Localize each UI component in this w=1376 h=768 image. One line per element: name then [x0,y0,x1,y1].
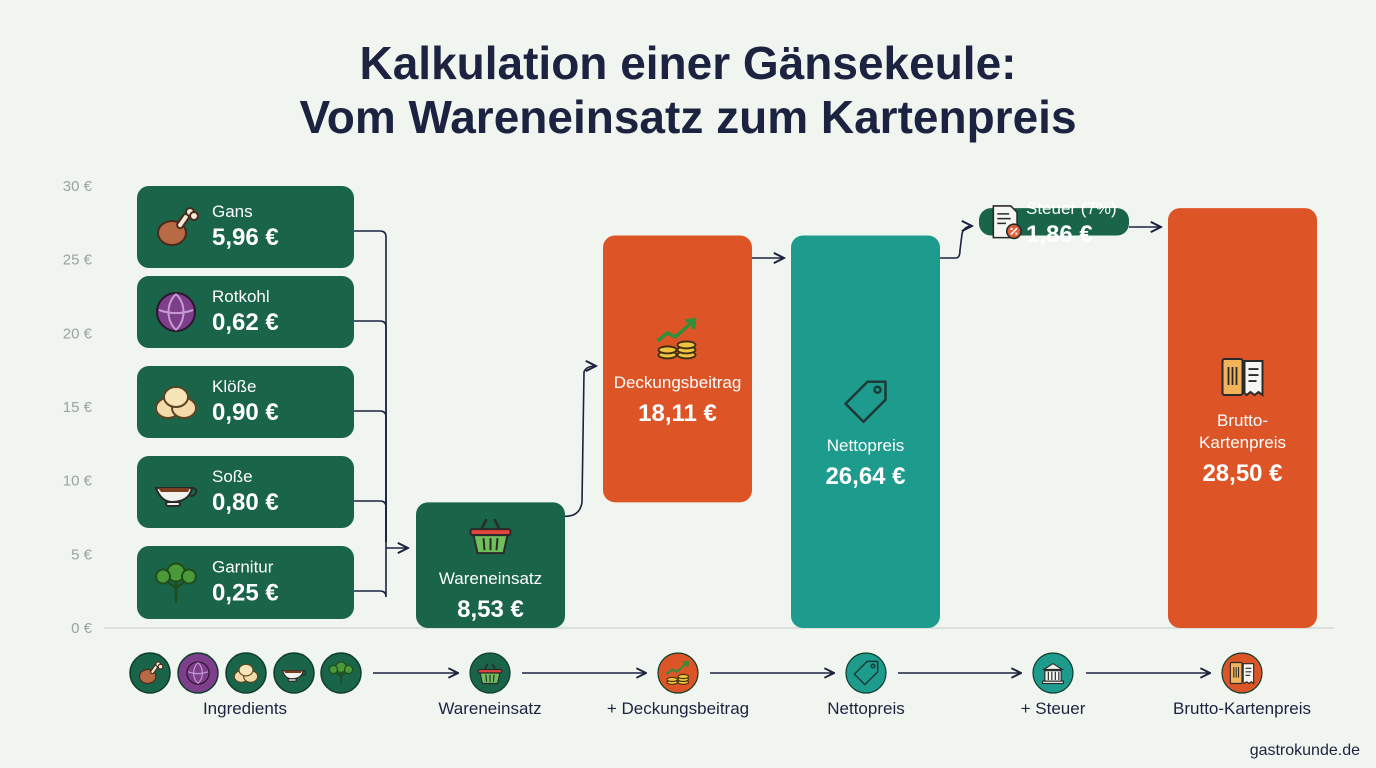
ingredient-name: Garnitur [212,558,274,577]
y-tick-label: 0 € [71,620,93,637]
flow-circle [657,652,699,694]
connector-arrow-steuer [940,226,972,259]
flow-ingredient-kloesse [225,652,267,694]
bar-value-label: 26,64 € [825,463,905,490]
bar-deckungsbeitrag: Deckungsbeitrag 18,11 € [603,235,752,503]
bar-value-label: 28,50 € [1202,460,1282,487]
page-title-line2: Vom Wareneinsatz zum Kartenpreis [299,91,1077,143]
bar-label: Nettopreis [827,436,904,455]
flow-label-nettopreis: Nettopreis [827,699,905,718]
bar-label: Steuer (7%) [1026,199,1117,218]
ingredient-connector [354,230,387,542]
flow-step-wareneinsatz [469,652,511,694]
ingredient-connector [354,542,387,598]
bar-value-label: 18,11 € [638,400,717,427]
y-tick-label: 5 € [71,546,93,563]
ingredient-connector [354,410,387,542]
flow-step-steuer [1032,652,1074,694]
bar-wareneinsatz: Wareneinsatz 8,53 € [416,502,565,628]
menu-receipt-icon [1229,661,1255,685]
ingredient-card-bg [137,186,354,268]
ingredient-cards: Gans 5,96 € Rotkohl 0,62 € Klöße 0,90 € Soße 0,… [137,186,354,619]
ingredient-card-garnitur: Garnitur 0,25 € [137,546,354,619]
bar-nettopreis: Nettopreis 26,64 € [791,235,940,628]
ingredient-value: 0,25 € [212,580,279,607]
ingredient-card-bg [137,456,354,528]
ingredient-name: Klöße [212,377,256,396]
bar-value-label: 1,86 € [1026,221,1093,248]
ingredient-name: Rotkohl [212,287,270,306]
page-title-line1: Kalkulation einer Gänsekeule: [359,37,1017,89]
flow-ingredient-sosse [273,652,315,694]
ingredient-value: 5,96 € [212,224,279,251]
menu-receipt-icon [1221,358,1264,397]
flow-label-wareneinsatz: Wareneinsatz [438,699,542,718]
bar-steuer-7: Steuer (7%) 1,86 € [979,199,1129,248]
ingredient-name: Gans [212,202,253,221]
flow-label-ingredients: Ingredients [202,699,288,718]
ingredient-name: Soße [212,467,253,486]
connector-arrow-deckungsbeitrag [564,366,596,518]
ingredient-card-gans: Gans 5,96 € [137,186,354,268]
flow-label-brutto-kartenpreis: Brutto-Kartenpreis [1173,699,1311,718]
ingredient-card-rotkohl: Rotkohl 0,62 € [137,276,354,348]
bar-label: Kartenpreis [1199,433,1286,452]
y-tick-label: 20 € [63,325,93,342]
bar-wareneinsatz-rect [416,502,565,628]
ingredient-card-sosse: Soße 0,80 € [137,456,354,528]
bar-label: Brutto- [1217,411,1268,430]
ingredient-card-kloesse: Klöße 0,90 € [137,366,354,438]
ingredient-value: 0,80 € [212,489,279,516]
waterfall-bars: Wareneinsatz 8,53 € Deckungsbeitrag 18,11 €… [416,199,1317,628]
ingredient-card-bg [137,366,354,438]
bar-label: Wareneinsatz [439,569,542,588]
ingredient-card-bg [137,276,354,348]
bar-brutto-kartenpreis: Brutto- Kartenpreis 28,50 € [1168,208,1317,628]
source-credit: gastrokunde.de [1249,742,1360,759]
bar-deckungsbeitrag-rect [603,235,752,503]
flow-circle [845,652,887,694]
flow-step-deckungsbeitrag [657,652,699,694]
red-cabbage-icon [186,661,210,685]
y-tick-label: 30 € [63,178,93,195]
bar-nettopreis-rect [791,235,940,628]
bar-label: Deckungsbeitrag [614,373,742,392]
red-cabbage-icon [156,292,196,332]
flow-step-nettopreis [845,652,887,694]
flow-ingredient-gans [129,652,171,694]
bar-brutto-kartenpreis-rect [1168,208,1317,628]
ingredient-value: 0,62 € [212,309,279,336]
flow-ingredient-garnitur [320,652,362,694]
connectors [354,226,1161,598]
ingredient-value: 0,90 € [212,399,279,426]
flow-label-steuer: + Steuer [1020,699,1086,718]
y-tick-label: 10 € [63,473,93,490]
y-axis: 0 € 5 € 10 € 15 € 20 € 25 € 30 € [63,178,1334,637]
y-tick-label: 15 € [63,399,93,416]
ingredient-connector [354,500,387,542]
y-tick-label: 25 € [63,252,93,269]
process-flow [129,652,1263,694]
flow-step-brutto-kartenpreis [1221,652,1263,694]
ingredient-connector [354,320,387,542]
bar-value-label: 8,53 € [457,596,524,623]
flow-ingredient-rotkohl [177,652,219,694]
flow-label-deckungsbeitrag: + Deckungsbeitrag [606,699,750,718]
ingredient-card-bg [137,546,354,619]
